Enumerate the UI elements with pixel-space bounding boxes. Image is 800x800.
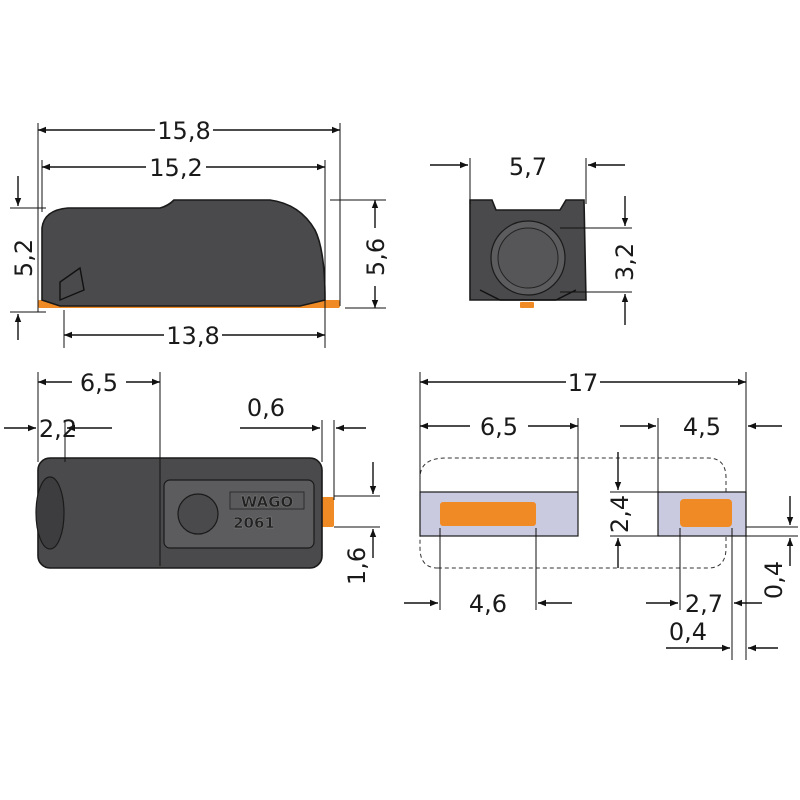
section-edge: 0,4 [760,561,788,599]
section-left-contact-length: 4,6 [469,590,507,618]
side-housing [41,199,326,307]
side-height-right: 5,6 [362,238,390,276]
top-pin-offset: 0,6 [247,394,285,422]
section-view: 17 6,5 4,5 2,4 4,6 2,7 0,4 0,4 [404,368,798,660]
top-pin [320,497,334,527]
section-left-length: 6,5 [480,413,518,441]
section-outline [419,457,727,569]
end-view: 5,7 3,2 [430,153,639,325]
section-right-length: 4,5 [683,413,721,441]
side-view: 15,8 15,2 13,8 5,2 5,6 [10,116,390,350]
top-pin-width: 1,6 [343,547,371,585]
top-lever-position: 6,5 [80,369,118,397]
section-total-length: 17 [568,369,599,397]
top-view: WAGO 2061 6,5 2,2 0,6 1,6 [4,368,380,585]
section-gap: 0,4 [669,618,707,646]
end-opening-height: 3,2 [611,243,639,281]
top-logo: WAGO [241,493,294,511]
side-base-length: 13,8 [166,322,219,350]
section-right-contact-length: 2,7 [685,590,723,618]
section-right-contact [680,499,732,527]
side-body-length: 15,2 [149,154,202,182]
section-left-contact [440,502,536,526]
side-overall-length: 15,8 [157,117,210,145]
section-height: 2,4 [606,495,634,533]
top-part-number: 2061 [233,514,275,532]
side-height-left: 5,2 [10,239,38,277]
top-front-offset: 2,2 [39,415,77,443]
end-width: 5,7 [509,153,547,181]
